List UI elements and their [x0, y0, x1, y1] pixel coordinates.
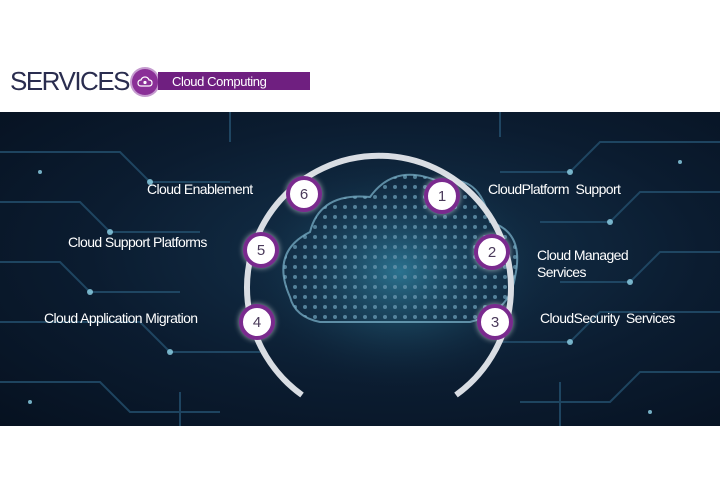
service-number-1: 1 — [424, 178, 460, 214]
service-number-5: 5 — [243, 232, 279, 268]
service-number-2: 2 — [474, 234, 510, 270]
service-label-6: Cloud Enablement — [147, 181, 253, 197]
service-number-6: 6 — [286, 176, 322, 212]
service-label-4: Cloud Application Migration — [44, 310, 198, 326]
services-graphic: 1 2 3 4 5 6 CloudPlatform Support Cloud … — [0, 112, 720, 426]
banner-label: Cloud Computing — [172, 74, 267, 89]
service-label-2: Cloud Managed Services — [537, 247, 629, 280]
service-number-3: 3 — [477, 304, 513, 340]
service-label-1: CloudPlatform Support — [488, 181, 621, 197]
cloud-badge-icon — [132, 69, 158, 95]
page-title: SERVICES — [10, 66, 131, 96]
service-number-4: 4 — [239, 304, 275, 340]
service-label-5: Cloud Support Platforms — [68, 234, 207, 250]
service-label-3: CloudSecurity Services — [540, 310, 675, 326]
category-banner: Cloud Computing — [158, 72, 310, 90]
